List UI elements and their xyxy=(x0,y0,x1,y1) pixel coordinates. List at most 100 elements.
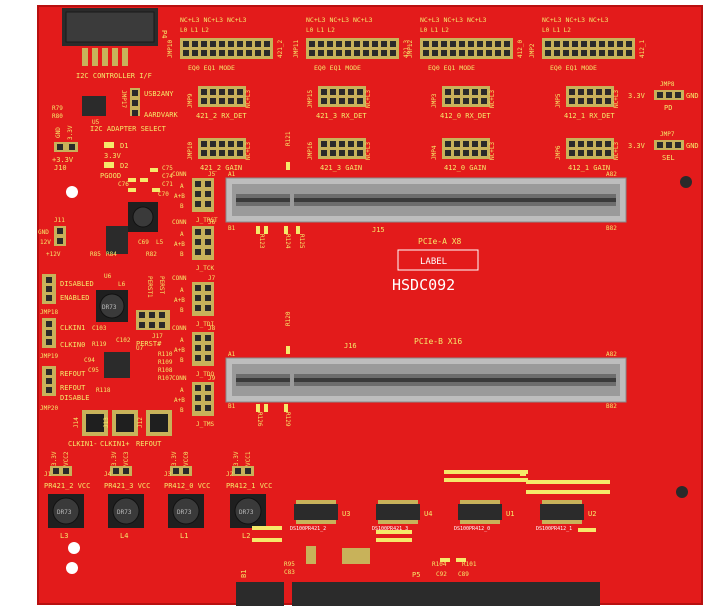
ref-r82: R82 xyxy=(146,251,157,258)
conn-ab-0: A+B xyxy=(174,193,185,200)
rxdet-header-2[interactable] xyxy=(442,86,490,107)
pcie-a-ref: J15 xyxy=(372,226,385,234)
conn-ref-3: J8 xyxy=(208,325,216,332)
board-name: HSDC092 xyxy=(392,276,455,294)
pcie-b-pin-b82: B82 xyxy=(606,403,617,410)
rxdet-header-3[interactable] xyxy=(566,86,614,107)
ref-r118: R118 xyxy=(96,387,111,394)
rxdet-jumper-3: JMP5 xyxy=(555,93,562,108)
conn-header-j9[interactable] xyxy=(192,382,214,416)
vcc-jumper-label-1: J4 xyxy=(104,471,112,478)
vcc-label-0: PR421_2 VCC xyxy=(44,482,90,490)
ref-r125: R125 xyxy=(298,234,305,249)
ic-u1 xyxy=(458,500,502,524)
conn-header-j8[interactable] xyxy=(192,332,214,366)
pcie-a-slot[interactable] xyxy=(225,177,627,223)
mounting-hole-right-2 xyxy=(676,486,688,498)
adapter-select-jumper[interactable] xyxy=(130,88,140,116)
conn-ab-2: A+B xyxy=(174,297,185,304)
conn-header-j5[interactable] xyxy=(192,178,214,212)
top-header-pins-3: L0 L1 L2 xyxy=(542,27,571,34)
jmp7-header[interactable] xyxy=(654,140,684,150)
vcc-jumper-j3[interactable] xyxy=(170,466,192,476)
ref-r84: R84 xyxy=(106,251,117,258)
vcc-jumper-j4[interactable] xyxy=(110,466,132,476)
clk-jumper-jmp19[interactable] xyxy=(42,318,56,348)
top-header-eq-3: EQ0 EQ1 MODE xyxy=(550,64,597,72)
vcc-inductor-mark-0: DR73 xyxy=(57,509,72,516)
top-header-pins-grid-2[interactable] xyxy=(420,38,513,59)
i2c-connector[interactable] xyxy=(62,8,158,66)
vcc-inductor-mark-2: DR73 xyxy=(177,509,192,516)
adapter-select-label: I2C ADAPTER SELECT xyxy=(90,125,167,133)
jmp18-label: JMP18 xyxy=(40,309,58,316)
conn-b-4: B xyxy=(180,407,184,414)
j10-header[interactable] xyxy=(54,142,78,152)
inductor-l5 xyxy=(128,202,158,232)
rxdet-side-0: NC+L3 xyxy=(245,90,252,108)
rxdet-header-1[interactable] xyxy=(318,86,366,107)
edge-connector-p5[interactable] xyxy=(292,582,600,606)
conn-a-0: A xyxy=(180,183,184,190)
jtag-conn-headers: CONNAA+BBJ5J_TRSTCONNAA+BBJ6J_TCKCONNAA+… xyxy=(172,171,218,428)
rxdet-label-0: 421_2 RX_DET xyxy=(196,112,247,120)
top-header-pins-grid-0[interactable] xyxy=(180,38,273,59)
vcc-volt-2: 3.3V xyxy=(171,451,178,466)
rxdet-jumper-1: JMP15 xyxy=(307,90,314,108)
clock-chip-u7 xyxy=(104,352,130,378)
vcc-jumper-j2[interactable] xyxy=(232,466,254,476)
jmp19-label: JMP19 xyxy=(40,353,58,360)
plus12-label: +12V xyxy=(46,251,61,258)
gain-header-0[interactable] xyxy=(198,138,246,159)
label-box-text: LABEL xyxy=(420,257,447,267)
gain-header-2[interactable] xyxy=(442,138,490,159)
conn-header-j6[interactable] xyxy=(192,226,214,260)
ref-l5: L5 xyxy=(156,239,164,246)
vcc-jumper-j1[interactable] xyxy=(50,466,72,476)
vcc-name-2: VCC0 xyxy=(183,451,190,466)
regulator-chip xyxy=(106,226,128,254)
j11-header[interactable] xyxy=(54,226,66,246)
top-header-pins-grid-1[interactable] xyxy=(306,38,399,59)
clk-jumper-jmp18[interactable] xyxy=(42,274,56,304)
clk-jumper-jmp20[interactable] xyxy=(42,366,56,396)
top-header-jumper-1: JMP11 xyxy=(293,40,300,58)
ref-c92: C92 xyxy=(436,571,447,578)
slot-resistors xyxy=(256,162,300,412)
gain-label-1: 421_3 GAIN xyxy=(320,164,362,172)
top-header-pins-grid-3[interactable] xyxy=(542,38,635,59)
sma-label-2: REFOUT xyxy=(136,440,162,448)
ref-c74: C74 xyxy=(162,173,173,180)
gain-header-1[interactable] xyxy=(318,138,366,159)
perst-header-j17[interactable] xyxy=(136,310,170,330)
smd-strips xyxy=(252,470,610,562)
conn-label-4: CONN xyxy=(172,375,187,382)
conn-ab-3: A+B xyxy=(174,347,185,354)
vcc-inductor-l3 xyxy=(48,494,84,528)
d1-label: D1 xyxy=(120,142,128,150)
vcc-volt-0: 3.3V xyxy=(51,451,58,466)
ic-u3 xyxy=(294,500,338,524)
rxdet-label-3: 412_1 RX_DET xyxy=(564,112,615,120)
sma-j12[interactable] xyxy=(146,410,172,436)
pcie-a-pin-b82: B82 xyxy=(606,225,617,232)
ref-r123: R123 xyxy=(258,234,265,249)
conn-header-j7[interactable] xyxy=(192,282,214,316)
ref-r107: R107 xyxy=(158,375,173,382)
p5-label: P5 xyxy=(412,571,420,579)
j11-label: J11 xyxy=(54,217,65,224)
ref-c103: C103 xyxy=(92,325,107,332)
vcc-inductor-l4 xyxy=(108,494,144,528)
ic-u4 xyxy=(376,500,420,524)
b1-label: B1 xyxy=(240,570,248,578)
ref-r108: R108 xyxy=(158,367,173,374)
edge-connector-b1[interactable] xyxy=(236,582,284,606)
gain-header-3[interactable] xyxy=(566,138,614,159)
pcie-b-slot[interactable] xyxy=(225,357,627,403)
smd-grid-left xyxy=(306,546,370,564)
vcc-ind-label-3: L2 xyxy=(242,532,250,540)
jmp8-header[interactable] xyxy=(654,90,684,100)
sma-j14[interactable] xyxy=(82,410,108,436)
sma-j13[interactable] xyxy=(112,410,138,436)
rxdet-header-0[interactable] xyxy=(198,86,246,107)
